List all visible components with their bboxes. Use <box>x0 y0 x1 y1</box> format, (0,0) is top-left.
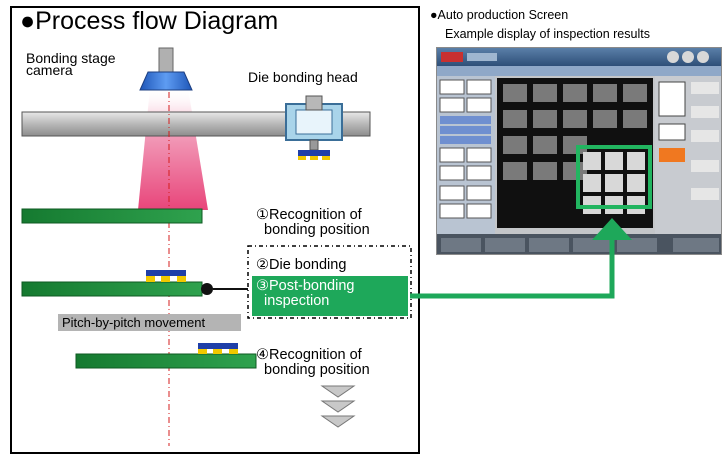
screenshot-mock <box>437 48 721 254</box>
auto-production-screenshot <box>436 47 722 255</box>
camera-body <box>158 47 174 73</box>
step3-highlight <box>252 276 408 316</box>
pitch-label-box <box>58 314 241 331</box>
step-1-label: ①Recognition of bonding position <box>256 207 370 238</box>
inspection-point <box>201 283 213 295</box>
step-3-label: ③Post-bonding inspection <box>256 278 355 309</box>
camera-label: Bonding stage camera <box>26 50 116 78</box>
down-chevrons-icon <box>320 385 356 428</box>
flow-arrow <box>410 236 615 299</box>
process-flow-frame <box>10 6 420 454</box>
screen-subheading: Example display of inspection results <box>445 27 650 41</box>
step-4-label: ④Recognition of bonding position <box>256 347 370 378</box>
inspection-highlight <box>576 145 652 209</box>
camera-icon <box>139 71 193 91</box>
step-2-label: ②Die bonding <box>256 257 347 273</box>
arrow-head-icon <box>592 218 632 240</box>
steps-2-3-box <box>247 245 412 319</box>
pitch-label: Pitch-by-pitch movement <box>62 315 206 330</box>
camera-beam <box>138 88 208 210</box>
substrate-board-3 <box>75 353 257 369</box>
substrate-board-2 <box>21 281 203 297</box>
page-title: ●Process flow Diagram <box>20 7 279 35</box>
screen-heading: ●Auto production Screen <box>430 8 569 22</box>
head-label: Die bonding head <box>248 69 358 85</box>
substrate-board-1 <box>21 208 203 224</box>
